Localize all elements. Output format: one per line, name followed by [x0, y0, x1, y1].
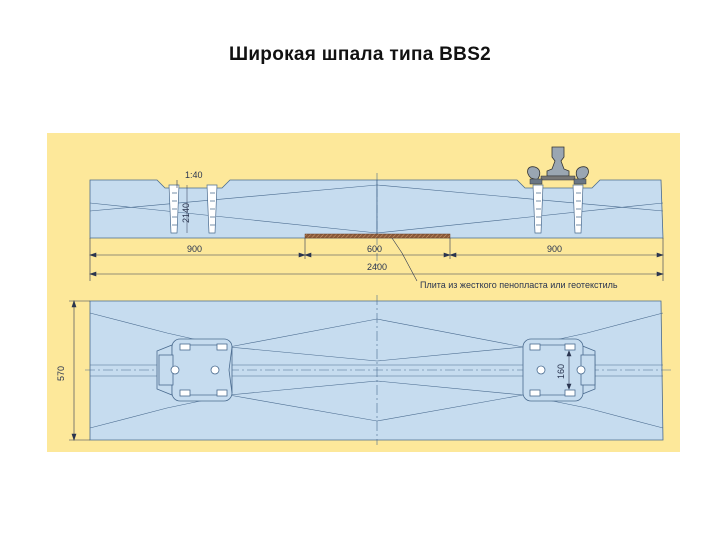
plate-note: Плита из жесткого пенопласта или геотекс… — [420, 280, 618, 290]
sleeper-drawing: 1:40 2140 900 600 900 2400 Плита из жест… — [56, 146, 672, 445]
sleeper-side-body-right — [376, 179, 664, 239]
rail-icon — [527, 146, 589, 185]
left-end-length: 900 — [187, 244, 202, 254]
plan-width-label: 570 — [56, 366, 66, 381]
rail-depth-label: 2140 — [181, 203, 191, 223]
plan-width-dim — [69, 300, 90, 441]
plan-view: 570 160 — [56, 295, 672, 445]
right-dowels — [532, 184, 584, 234]
foam-plate — [304, 233, 451, 239]
total-length: 2400 — [367, 262, 387, 272]
sleeper-side-body — [89, 179, 378, 239]
inclination-label: 1:40 — [185, 170, 203, 180]
middle-length: 600 — [367, 244, 382, 254]
left-fastening — [156, 338, 233, 402]
left-dowels — [168, 184, 218, 234]
side-view: 1:40 2140 900 600 900 2400 Плита из жест… — [89, 146, 664, 290]
right-end-length: 900 — [547, 244, 562, 254]
sleeper-plan-body — [89, 300, 664, 441]
page-title: Широкая шпала типа BBS2 — [228, 44, 492, 65]
side-internal-lines — [89, 184, 664, 234]
fastening-spacing-dim — [566, 350, 572, 390]
fastening-spacing-label: 160 — [556, 364, 566, 379]
right-fastening — [522, 338, 596, 402]
dim-row-total — [89, 271, 664, 277]
